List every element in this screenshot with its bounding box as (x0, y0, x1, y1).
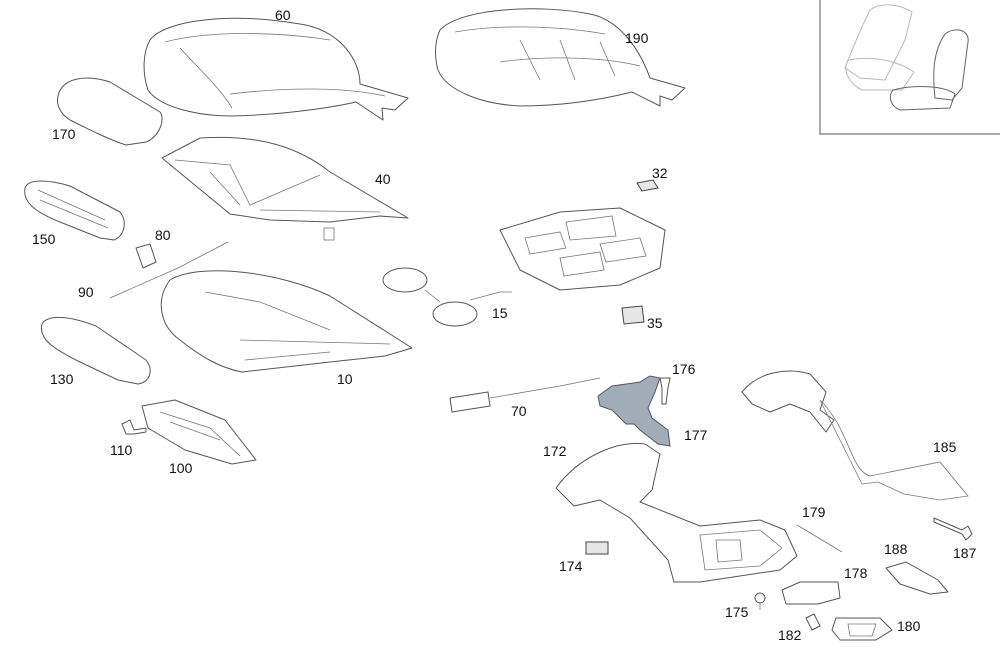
part-175-screw[interactable] (754, 592, 766, 610)
part-185-seat-back-shell[interactable] (741, 370, 969, 501)
part-100-base-plate[interactable] (141, 399, 257, 465)
seat-overview-icon (844, 4, 969, 111)
part-177-cover-highlighted[interactable] (597, 375, 671, 447)
part-178-switch[interactable] (781, 581, 841, 605)
part-176-bolt[interactable] (659, 377, 671, 405)
callout-172: 172 (543, 443, 567, 459)
part-150-side-pad[interactable] (24, 180, 125, 241)
callout-100: 100 (169, 460, 193, 476)
part-90-cable[interactable] (109, 241, 229, 299)
callout-174: 174 (559, 558, 583, 574)
callout-110: 110 (110, 442, 133, 458)
callout-175: 175 (725, 604, 749, 620)
callout-35: 35 (647, 315, 663, 331)
part-35-connector[interactable] (621, 305, 645, 325)
callout-185: 185 (933, 439, 957, 455)
part-32-control-module[interactable] (636, 179, 659, 192)
callout-190: 190 (625, 30, 649, 46)
callout-40: 40 (375, 171, 391, 187)
part-190-seat-cover[interactable] (435, 8, 686, 107)
callout-80: 80 (155, 227, 171, 243)
part-130-side-pad[interactable] (41, 317, 151, 385)
callout-187: 187 (953, 545, 977, 561)
part-110-screw[interactable] (121, 419, 147, 435)
callout-179: 179 (802, 504, 826, 520)
part-180-bezel[interactable] (831, 617, 893, 641)
seat-overview-thumbnail (819, 0, 1000, 135)
callout-150: 150 (32, 231, 56, 247)
part-15-heating-mat[interactable] (382, 267, 512, 327)
callout-10: 10 (337, 371, 353, 387)
part-170-side-bolster[interactable] (57, 77, 163, 146)
part-80-clip[interactable] (135, 243, 157, 269)
callout-170: 170 (52, 126, 76, 142)
callout-130: 130 (50, 371, 74, 387)
callout-70: 70 (511, 403, 527, 419)
part-179-trim[interactable] (796, 524, 843, 553)
callout-182: 182 (778, 627, 802, 643)
part-188-switch-cover[interactable] (885, 561, 949, 595)
callout-178: 178 (844, 565, 868, 581)
part-172-side-panel[interactable] (555, 442, 798, 583)
callout-188: 188 (884, 541, 908, 557)
part-40-seat-frame[interactable] (161, 136, 409, 241)
part-174-pad[interactable] (585, 541, 609, 555)
callout-32: 32 (652, 165, 668, 181)
part-187-rivet[interactable] (933, 517, 973, 541)
part-10-cushion-foam[interactable] (160, 270, 413, 373)
callout-180: 180 (897, 618, 921, 634)
callout-15: 15 (492, 305, 508, 321)
callout-90: 90 (78, 284, 94, 300)
part-182-screw[interactable] (805, 613, 821, 631)
part-60-seat-cover[interactable] (143, 17, 409, 121)
part-occupancy-sensor-mat[interactable] (499, 207, 666, 291)
callout-60: 60 (275, 7, 291, 23)
part-70-cable[interactable] (449, 377, 601, 413)
callout-177: 177 (684, 427, 708, 443)
callout-176: 176 (672, 361, 696, 377)
